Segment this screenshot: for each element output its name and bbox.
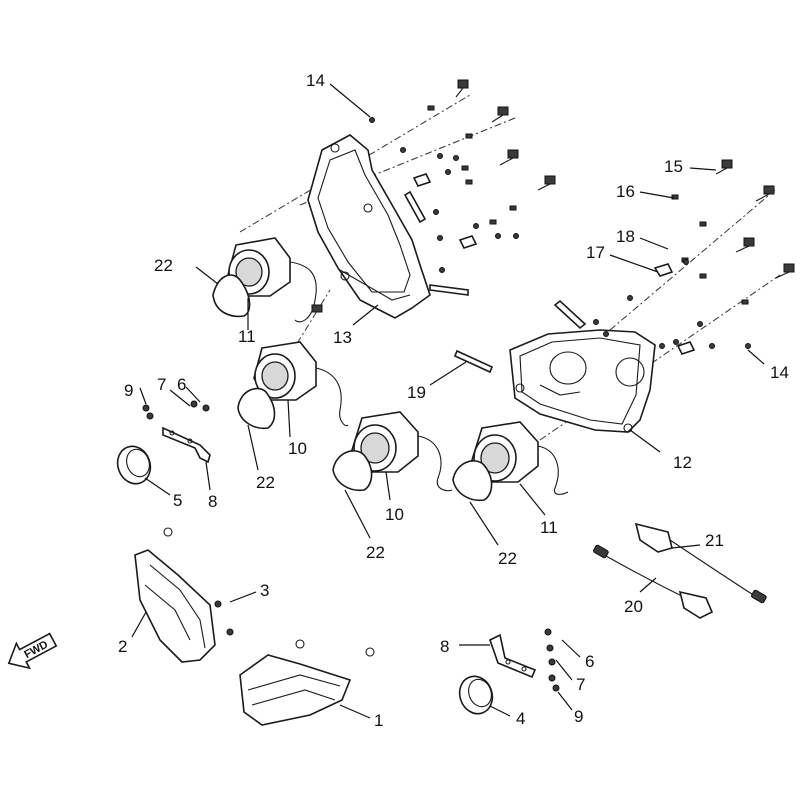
lens-covers [212, 274, 493, 502]
headlight-housing-right [509, 329, 656, 433]
small-bracket-right [489, 633, 537, 679]
assembly-lines [239, 94, 781, 441]
callout-5: 5 [173, 491, 182, 510]
screw [455, 79, 469, 98]
turn-signal-20 [593, 544, 714, 619]
screw [491, 106, 509, 123]
forward-label: FWD [22, 639, 50, 661]
screw [715, 159, 733, 175]
callout-16: 16 [616, 182, 635, 201]
callout-7a: 7 [157, 375, 166, 394]
callout-15: 15 [664, 157, 683, 176]
callout-labels: 1 2 3 4 5 6 6 7 7 8 8 9 9 10 10 11 11 12… [118, 71, 789, 730]
turn-signal-21 [634, 522, 767, 604]
callout-1: 1 [374, 711, 383, 730]
callout-13: 13 [333, 328, 352, 347]
round-reflector-4 [458, 675, 494, 715]
headlight-housing-left [307, 134, 431, 319]
callout-8b: 8 [440, 637, 449, 656]
callout-19: 19 [407, 383, 426, 402]
callout-8a: 8 [208, 492, 217, 511]
callout-6a: 6 [177, 375, 186, 394]
screw [775, 263, 795, 279]
callout-7b: 7 [576, 675, 585, 694]
callout-9b: 9 [574, 707, 583, 726]
projector-unit-mid [351, 411, 453, 492]
fasteners [142, 79, 795, 692]
studs [427, 105, 749, 305]
bracket-lower [239, 639, 375, 726]
screw [755, 185, 775, 202]
callout-11a: 11 [238, 327, 256, 346]
bracket-side [134, 527, 216, 663]
forward-arrow-icon: FWD [7, 632, 58, 670]
callout-2: 2 [118, 637, 127, 656]
trim-strips [403, 190, 587, 374]
callout-22b: 22 [256, 473, 275, 492]
callout-18: 18 [616, 227, 635, 246]
callout-3: 3 [260, 581, 269, 600]
clips [412, 173, 696, 355]
callout-20: 20 [624, 597, 643, 616]
callout-11b: 11 [540, 518, 558, 537]
callout-9a: 9 [124, 381, 133, 400]
callout-4: 4 [516, 709, 525, 728]
callout-10a: 10 [288, 439, 307, 458]
callout-14b: 14 [770, 363, 789, 382]
projector-unit-mid-left [253, 341, 349, 427]
callout-6b: 6 [585, 652, 594, 671]
callout-21: 21 [705, 531, 724, 550]
screw [499, 149, 519, 166]
callout-17: 17 [586, 243, 605, 262]
round-reflector-5 [116, 445, 152, 485]
callout-14a: 14 [306, 71, 325, 90]
callout-22d: 22 [498, 549, 517, 568]
small-bracket-left [162, 426, 211, 464]
screw [735, 237, 755, 253]
callout-22a: 22 [154, 256, 173, 275]
leader-lines [131, 83, 765, 719]
nuts [369, 117, 751, 349]
screw [537, 175, 556, 191]
callout-10b: 10 [385, 505, 404, 524]
callout-22c: 22 [366, 543, 385, 562]
callout-12: 12 [673, 453, 692, 472]
